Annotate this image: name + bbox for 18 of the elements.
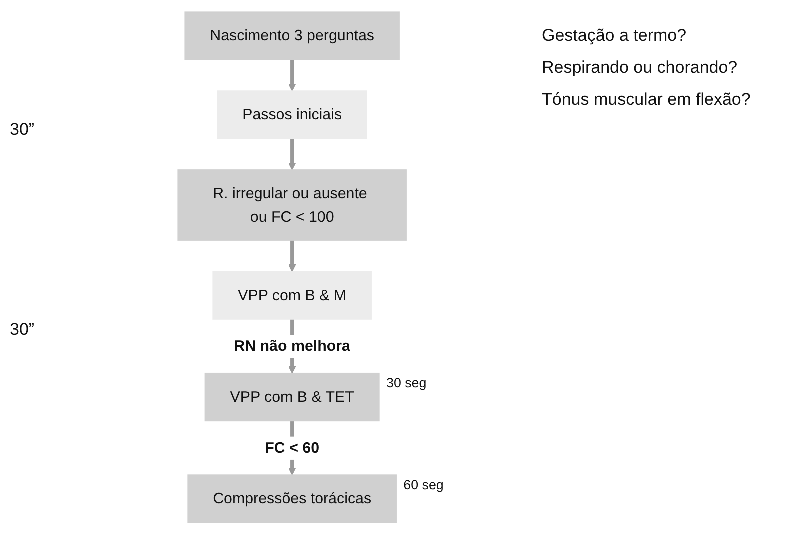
question-text: Tónus muscular em flexão? [542, 90, 752, 110]
arrow [288, 60, 296, 92]
question-text: Respirando ou chorando? [542, 58, 739, 78]
arrow [288, 240, 296, 272]
time-label: 30” [10, 320, 35, 340]
process-box: Passos iniciais [217, 90, 368, 140]
duration-label: 60 seg [404, 477, 444, 492]
time-label: 30” [10, 120, 35, 140]
duration-label: 30 seg [386, 376, 427, 391]
process-box: Compressões torácicas [188, 474, 397, 524]
edge-label: FC < 60 [265, 436, 320, 460]
process-box: R. irregular ou ausente ou FC < 100 [178, 170, 407, 241]
edge-label: RN não melhora [234, 335, 350, 358]
question-text: Gestação a termo? [542, 26, 688, 46]
process-box: Nascimento 3 perguntas [184, 12, 400, 60]
arrow [288, 138, 296, 170]
process-box: VPP com B & TET [204, 372, 380, 422]
process-box: VPP com B & M [212, 271, 372, 320]
